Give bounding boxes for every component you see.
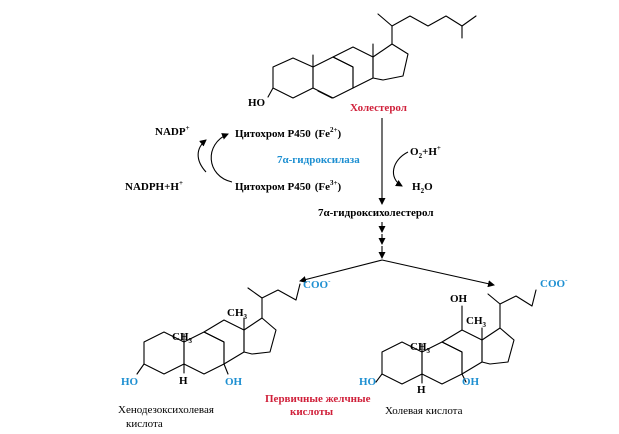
right-ho-label: HO [359,376,377,388]
right-oh-label: OH [462,376,480,388]
oxygen-label: O2+H+ [410,144,441,160]
water-label: H2O [412,181,433,195]
right-oh-top-label: OH [450,293,468,305]
left-coo-label: COO- [303,277,331,291]
chenodeoxycholic-acid-structure [136,283,301,375]
enzyme-label: 7α-гидроксилаза [277,154,360,166]
right-ch3-top-label: CH3 [466,315,487,329]
left-oh-label: OH [225,376,243,388]
nadp-cycle: NADP+ NADPH+H+ [125,124,233,193]
cholesterol-name: Холестерол [350,102,407,114]
branch-right-arrow [381,259,495,288]
left-ch3-mid-label: CH3 [172,331,193,345]
right-acid-name: Холевая кислота [385,405,463,417]
cholesterol-structure [267,13,477,99]
right-ch3-mid-label: CH3 [410,341,431,355]
left-acid-name-line2: кислота [126,418,163,430]
primary-bile-acids-label-line2: кислоты [290,406,333,418]
nadp-label: NADP+ [155,124,190,138]
cholic-acid-structure [375,289,537,385]
left-acid-name-line1: Хенодезоксихолевая [118,404,214,416]
left-ch3-top-label: CH3 [227,307,248,321]
right-coo-label: COO- [540,276,568,290]
left-h-label: H [179,375,188,387]
cytochrome-fe3-label: Цитохром P450(Fe3+) [235,179,342,193]
branch-left-arrow [299,259,383,283]
oxygen-water-arrow [392,151,409,187]
cholesterol-ho-label: HO [248,97,266,109]
nadp-curve-arrow [197,139,207,173]
cytochrome-fe2-label: Цитохром P450(Fe2+) [235,126,342,140]
intermediate-label: 7α-гидроксихолестерол [318,207,434,219]
primary-bile-acids-label-line1: Первичные желчные [265,393,371,405]
nadph-to-nadp-arrow [210,133,233,183]
left-ho-label: HO [121,376,139,388]
nadph-label: NADPH+H+ [125,179,183,193]
right-h-label: H [417,384,426,396]
